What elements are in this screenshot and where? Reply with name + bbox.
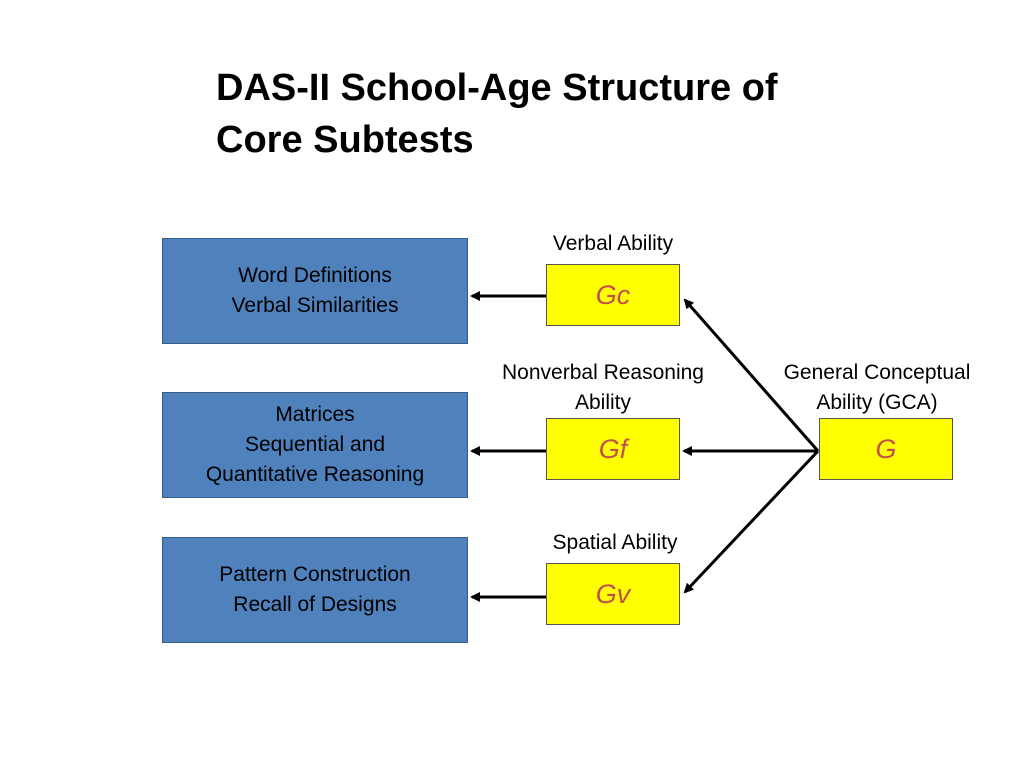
ability-box-g: G xyxy=(819,418,953,480)
ability-box-gc: Gc xyxy=(546,264,680,326)
title-line-1: DAS-II School-Age Structure of xyxy=(216,67,778,109)
symbol-g: G xyxy=(875,433,897,464)
arrow-g-to-gc xyxy=(683,298,820,452)
label-general-ability: General Conceptual Ability (GCA) xyxy=(783,361,971,414)
symbol-gc: Gc xyxy=(595,279,631,310)
label-nonverbal-ability: Nonverbal Reasoning Ability xyxy=(502,361,704,414)
ability-box-gv: Gv xyxy=(546,563,680,625)
ability-box-gf: Gf xyxy=(546,418,680,480)
subtest-sequential-line2: Quantitative Reasoning xyxy=(205,463,425,486)
subtest-matrices: Matrices xyxy=(275,403,355,426)
arrow-g-to-gv xyxy=(683,449,820,594)
label-verbal-ability: Verbal Ability xyxy=(552,232,674,255)
label-spatial-ability: Spatial Ability xyxy=(552,531,678,554)
subtest-word-definitions: Word Definitions xyxy=(238,264,392,287)
subtest-recall-of-designs: Recall of Designs xyxy=(233,593,397,616)
title-line-2: Core Subtests xyxy=(216,119,474,161)
subtest-box-nonverbal: Matrices Sequential and Quantitative Rea… xyxy=(162,392,468,498)
subtest-box-spatial: Pattern Construction Recall of Designs xyxy=(162,537,468,643)
symbol-gf: Gf xyxy=(598,433,628,464)
subtest-sequential-line1: Sequential and xyxy=(244,433,386,456)
symbol-gv: Gv xyxy=(595,578,631,609)
subtest-pattern-construction: Pattern Construction xyxy=(219,563,411,586)
slide-title: DAS-II School-Age Structure of Core Subt… xyxy=(216,62,976,166)
subtest-box-verbal: Word Definitions Verbal Similarities xyxy=(162,238,468,344)
subtest-verbal-similarities: Verbal Similarities xyxy=(231,294,399,317)
